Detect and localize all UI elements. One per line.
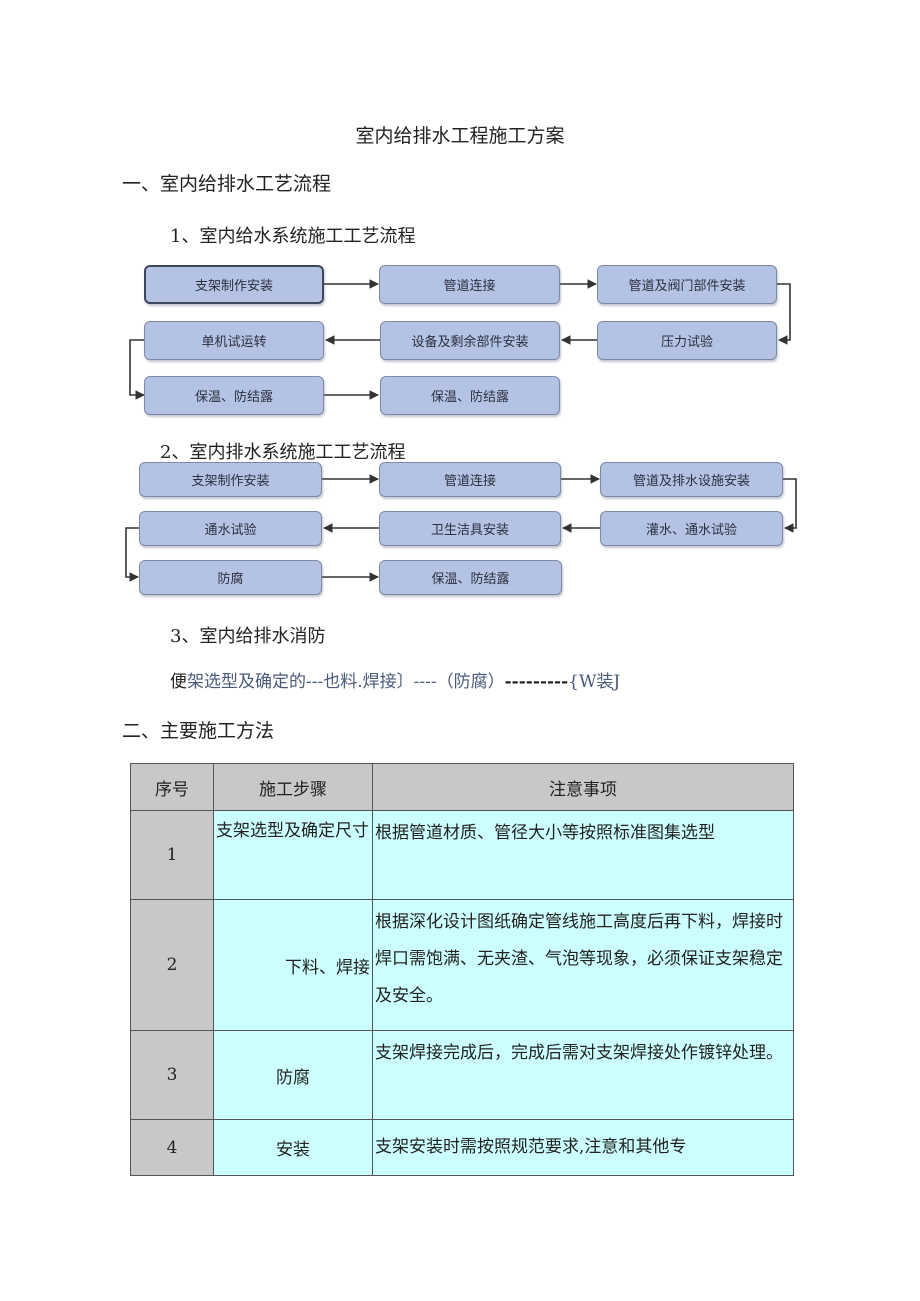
flow1-arrows — [129, 279, 791, 400]
flow2-step-fill-flow-test: 灌水、通水试验 — [600, 511, 783, 546]
flow2-arrows — [125, 474, 797, 582]
flow-text-part-1: 便 — [170, 672, 187, 692]
flow1-step-pipe-connection: 管道连接 — [379, 265, 560, 304]
flow1-step-pressure-test: 压力试验 — [597, 321, 777, 360]
fire-protection-flow-line: 便架选型及确定的---也料.焊接〕----（防腐）---------{W装J — [170, 667, 620, 692]
flow-text-part-3: --------- — [504, 672, 569, 692]
row-note: 支架焊接完成后，完成后需对支架焊接处作镀锌处理。 — [372, 1030, 794, 1120]
row-step: 支架选型及确定尺寸 — [213, 810, 373, 900]
row-note: 根据管道材质、管径大小等按照标准图集选型 — [372, 810, 794, 900]
header-notes: 注意事项 — [372, 763, 794, 811]
row-note: 支架安装时需按照规范要求,注意和其他专 — [372, 1119, 794, 1176]
row-step: 安装 — [213, 1119, 373, 1176]
table-row: 3 防腐 支架焊接完成后，完成后需对支架焊接处作镀锌处理。 — [130, 1030, 794, 1120]
section2-heading: 二、主要施工方法 — [122, 720, 275, 742]
row-note: 根据深化设计图纸确定管线施工高度后再下料，焊接时焊口需饱满、无夹渣、气泡等现象，… — [372, 899, 794, 1031]
flow2-step-anticorrosion: 防腐 — [139, 560, 322, 595]
flow-text-part-4: {W装J — [568, 672, 621, 692]
document-title: 室内给排水工程施工方案 — [355, 125, 565, 147]
flow1-step-equipment-install: 设备及剩余部件安装 — [380, 321, 560, 360]
row-step: 下料、焊接 — [213, 899, 373, 1031]
header-no: 序号 — [130, 763, 214, 811]
flow2-step-insulation: 保温、防结露 — [379, 560, 562, 595]
table-row: 1 支架选型及确定尺寸 根据管道材质、管径大小等按照标准图集选型 — [130, 810, 794, 900]
flow2-step-sanitary-install: 卫生洁具安装 — [379, 511, 561, 546]
table-row: 4 安装 支架安装时需按照规范要求,注意和其他专 — [130, 1119, 794, 1176]
table-header-row: 序号 施工步骤 注意事项 — [130, 763, 794, 811]
flow2-step-drain-install: 管道及排水设施安装 — [600, 462, 783, 497]
table-row: 2 下料、焊接 根据深化设计图纸确定管线施工高度后再下料，焊接时焊口需饱满、无夹… — [130, 899, 794, 1031]
row-step: 防腐 — [213, 1030, 373, 1120]
row-number: 3 — [130, 1030, 214, 1120]
construction-method-table: 序号 施工步骤 注意事项 1 支架选型及确定尺寸 根据管道材质、管径大小等按照标… — [130, 763, 794, 1176]
flow1-step-valve-install: 管道及阀门部件安装 — [597, 265, 777, 304]
row-number: 4 — [130, 1119, 214, 1176]
row-number: 1 — [130, 810, 214, 900]
section1-heading: 一、室内给排水工艺流程 — [122, 173, 332, 195]
flow-text-part-2: 架选型及确定的---也料.焊接〕----（防腐） — [187, 672, 505, 692]
flow1-step-insulation-a: 保温、防结露 — [144, 376, 324, 415]
flow2-step-pipe-connection: 管道连接 — [379, 462, 561, 497]
flow1-step-trial-run: 单机试运转 — [144, 321, 324, 360]
flow1-step-insulation-b: 保温、防结露 — [380, 376, 560, 415]
flow2-step-bracket-fabrication: 支架制作安装 — [139, 462, 322, 497]
flow1-step-bracket-fabrication: 支架制作安装 — [144, 265, 324, 304]
header-step: 施工步骤 — [213, 763, 373, 811]
flow2-step-flow-test: 通水试验 — [139, 511, 322, 546]
sub3-heading: 3、室内给排水消防 — [170, 626, 326, 647]
row-number: 2 — [130, 899, 214, 1031]
sub1-heading: 1、室内给水系统施工工艺流程 — [170, 226, 416, 247]
sub2-heading: 2、室内排水系统施工工艺流程 — [160, 442, 406, 463]
